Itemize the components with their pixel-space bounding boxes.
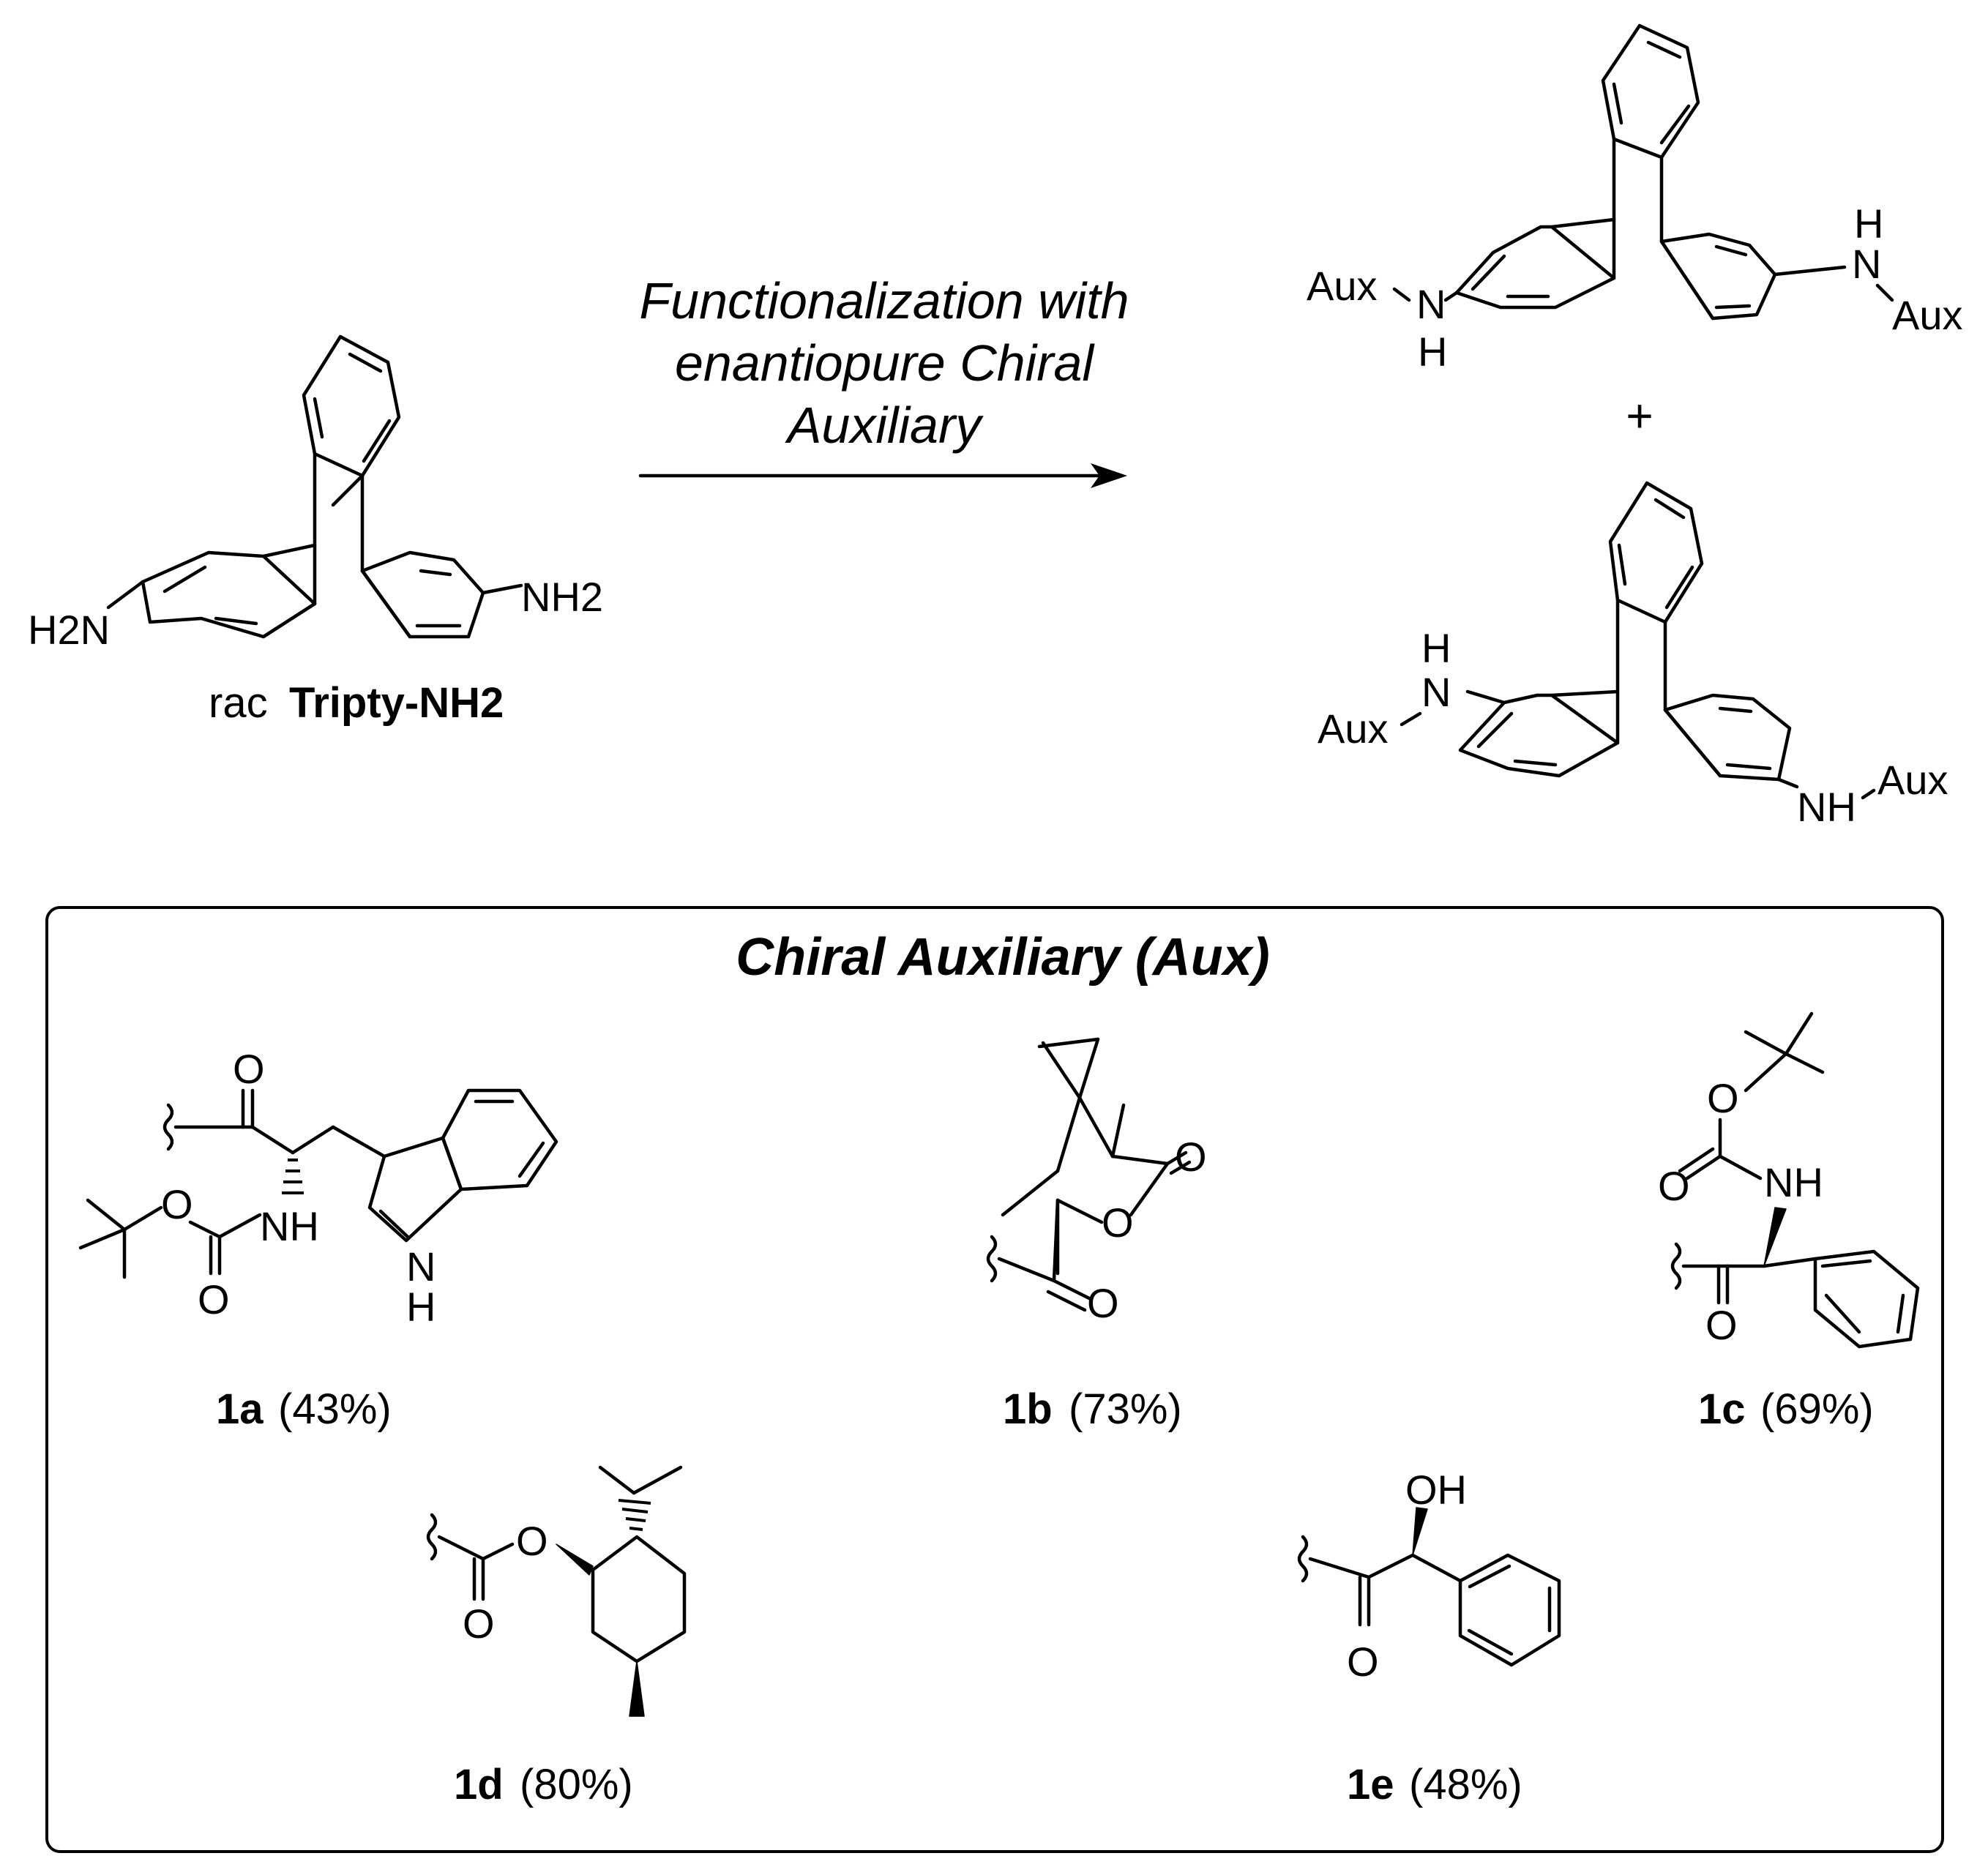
p1-left-aux: Aux bbox=[1307, 263, 1378, 309]
1b-yield: (73%) bbox=[1069, 1385, 1182, 1433]
1a-nh: NH bbox=[260, 1203, 319, 1249]
reaction-arrow: Functionalization with enantiopure Chira… bbox=[638, 272, 1129, 488]
nh2-group: NH2 bbox=[521, 574, 603, 620]
1a-boc-o1: O bbox=[161, 1181, 193, 1227]
structure-1b: O O O 1b (73%) bbox=[986, 1037, 1207, 1433]
1b-lactone-o1: O bbox=[1102, 1200, 1134, 1246]
1d-carbonyl-o: O bbox=[463, 1601, 495, 1647]
1a-indole-n: N bbox=[406, 1243, 436, 1290]
1c-carbonyl-o: O bbox=[1705, 1302, 1738, 1348]
p1-left-h: H bbox=[1418, 329, 1447, 375]
1a-yield: (43%) bbox=[278, 1385, 392, 1433]
1d-ester-o: O bbox=[516, 1518, 548, 1564]
structure-1e: O OH 1e (48%) bbox=[1297, 1467, 1561, 1808]
1c-id: 1c bbox=[1698, 1385, 1746, 1433]
p1-left-n: N bbox=[1416, 281, 1446, 327]
1d-id: 1d bbox=[454, 1761, 504, 1808]
1c-boc-o2: O bbox=[1658, 1163, 1690, 1209]
1e-oh: OH bbox=[1405, 1467, 1467, 1513]
1a-carbonyl-o: O bbox=[233, 1046, 265, 1092]
auxiliary-box bbox=[45, 906, 1944, 1853]
p2-left-h: H bbox=[1421, 625, 1451, 671]
p2-left-n: N bbox=[1421, 669, 1451, 715]
1c-nh: NH bbox=[1764, 1159, 1823, 1205]
1b-id: 1b bbox=[1003, 1385, 1053, 1433]
p1-right-n: N bbox=[1852, 241, 1881, 287]
1e-id: 1e bbox=[1347, 1761, 1394, 1808]
structure-1d: O O 1d (80%) bbox=[426, 1465, 687, 1808]
p2-right-aux: Aux bbox=[1877, 757, 1948, 803]
product-1: N H Aux N H Aux bbox=[1307, 23, 1963, 375]
p1-right-h: H bbox=[1854, 201, 1883, 247]
1d-yield: (80%) bbox=[520, 1761, 633, 1808]
p2-right-nh: NH bbox=[1797, 784, 1856, 830]
p1-right-aux: Aux bbox=[1892, 292, 1963, 338]
product-2: N H Aux NH Aux bbox=[1318, 481, 1948, 830]
1a-id: 1a bbox=[216, 1385, 264, 1433]
1e-carbonyl-o: O bbox=[1347, 1639, 1379, 1685]
h2n-group: H2N bbox=[28, 607, 110, 653]
structure-1c: O O NH O 1c (69%) bbox=[1658, 1011, 1920, 1433]
plus-sign: + bbox=[1626, 389, 1653, 442]
1a-indole-h: H bbox=[406, 1284, 436, 1330]
1c-boc-o1: O bbox=[1707, 1075, 1739, 1121]
condition-line3: Auxiliary bbox=[785, 397, 984, 454]
reactant-label-prefix: rac bbox=[209, 679, 268, 727]
p2-left-aux: Aux bbox=[1318, 706, 1389, 752]
1a-boc-o2: O bbox=[198, 1276, 230, 1322]
structure-1a: O NH O O N H 1a (43%) bbox=[78, 1046, 558, 1433]
1b-ketone-o: O bbox=[1087, 1280, 1119, 1326]
box-title: Chiral Auxiliary (Aux) bbox=[736, 928, 1270, 987]
1e-yield: (48%) bbox=[1409, 1761, 1522, 1808]
1b-lactone-o2: O bbox=[1175, 1134, 1207, 1180]
reactant-label-name: Tripty-NH2 bbox=[289, 679, 504, 727]
condition-line2: enantiopure Chiral bbox=[675, 334, 1095, 392]
condition-line1: Functionalization with bbox=[639, 272, 1129, 329]
1c-yield: (69%) bbox=[1760, 1385, 1874, 1433]
reactant-triptycene: H2N NH2 rac Tripty-NH2 bbox=[28, 334, 603, 727]
